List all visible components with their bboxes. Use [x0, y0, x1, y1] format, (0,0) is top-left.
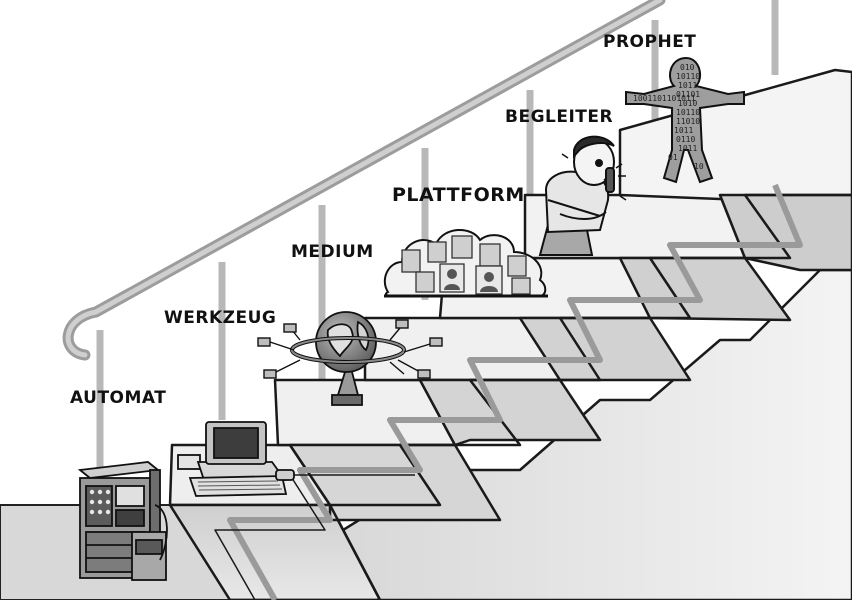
prophet-binary-row: 01101 [676, 90, 700, 99]
prophet-figure: 1001101101011 01010110101101101101010110… [625, 56, 745, 184]
step-label-plattform: PLATTFORM [392, 184, 525, 206]
prophet-binary-row: 10 [694, 162, 704, 171]
step-label-begleiter: BEGLEITER [505, 107, 613, 127]
step-label-werkzeug: WERKZEUG [164, 308, 276, 328]
prophet-binary-row: 10110 [676, 108, 700, 117]
prophet-arms-binary: 1001101101011 [633, 94, 696, 103]
werkzeug-computer [177, 421, 295, 497]
prophet-binary-row: 0110 [676, 135, 695, 144]
staircase [168, 68, 852, 600]
step-label-medium: MEDIUM [291, 242, 374, 262]
prophet-binary-row: 010 [680, 63, 695, 72]
automat-machine [77, 461, 168, 581]
prophet-binary-row: 1010 [678, 99, 697, 108]
plattform-cloud [383, 229, 548, 298]
step-label-automat: AUTOMAT [70, 388, 166, 408]
prophet-binary-row: 10110 [676, 72, 700, 81]
handrail [62, 0, 779, 500]
prophet-binary-row: 01 [668, 153, 678, 162]
begleiter-person [538, 135, 627, 256]
prophet-binary-row: 1011 [674, 126, 693, 135]
prophet-binary-row: 1011 [678, 144, 697, 153]
step-label-prophet: PROPHET [603, 32, 696, 52]
prophet-binary-row: 1011 [678, 81, 697, 90]
medium-globe [257, 311, 443, 406]
prophet-binary-row: 11010 [676, 117, 700, 126]
